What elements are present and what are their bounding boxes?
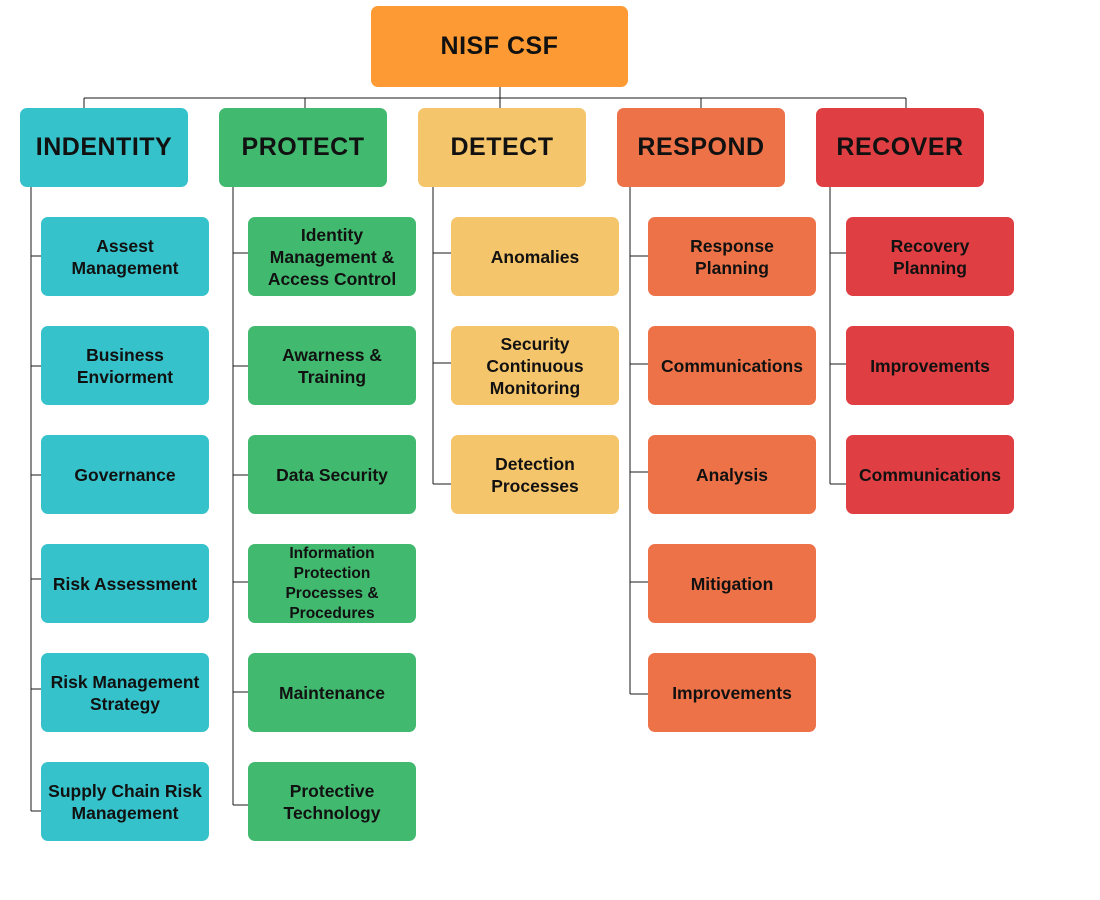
respond-improvements: Improvements [648,653,816,732]
recover-recovery-planning: Recovery Planning [846,217,1014,296]
protect-awareness-training: Awarness & Training [248,326,416,405]
identify-governance: Governance [41,435,209,514]
category-identify: INDENTITY [20,108,188,187]
protect-data-security: Data Security [248,435,416,514]
respond-response-planning: Response Planning [648,217,816,296]
detect-continuous-monitoring: Security Continuous Monitoring [451,326,619,405]
identify-risk-management-strategy: Risk Management Strategy [41,653,209,732]
category-respond: RESPOND [617,108,785,187]
respond-communications: Communications [648,326,816,405]
category-protect: PROTECT [219,108,387,187]
identify-supply-chain-risk-management: Supply Chain Risk Management [41,762,209,841]
category-detect: DETECT [418,108,586,187]
detect-detection-processes: Detection Processes [451,435,619,514]
protect-identity-management: Identity Management & Access Control [248,217,416,296]
category-recover: RECOVER [816,108,984,187]
root-node: NISF CSF [371,6,628,87]
identify-business-environment: Business Enviorment [41,326,209,405]
recover-communications: Communications [846,435,1014,514]
respond-mitigation: Mitigation [648,544,816,623]
protect-maintenance: Maintenance [248,653,416,732]
identify-asset-management: Assest Management [41,217,209,296]
protect-information-protection: Information Protection Processes & Proce… [248,544,416,623]
identify-risk-assessment: Risk Assessment [41,544,209,623]
recover-improvements: Improvements [846,326,1014,405]
respond-analysis: Analysis [648,435,816,514]
detect-anomalies: Anomalies [451,217,619,296]
protect-protective-technology: Protective Technology [248,762,416,841]
